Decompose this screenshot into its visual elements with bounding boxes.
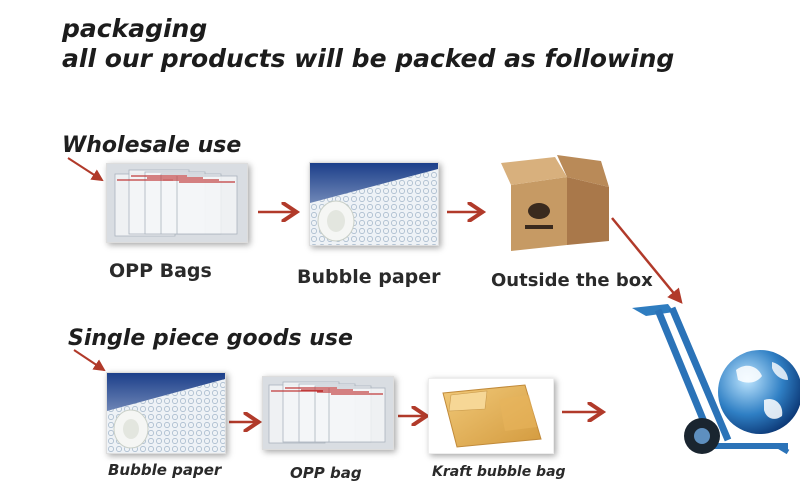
bubble-paper-image — [309, 162, 439, 246]
kraft-bubble-bag-image — [428, 378, 554, 454]
pointer-arrow-single — [73, 349, 106, 372]
step-label-kraft-bubble-bag: Kraft bubble bag — [432, 464, 566, 480]
page-title-line1: packaging — [62, 14, 208, 43]
opp-bag-image — [262, 376, 394, 450]
bubble-paper-image-2 — [106, 372, 226, 454]
step-label-opp-bag: OPP bag — [290, 464, 362, 482]
opp-bags-image — [106, 163, 248, 243]
flow-arrow-box-to-cart — [611, 217, 683, 304]
pointer-arrow-wholesale — [67, 157, 104, 182]
hand-truck-globe-image — [628, 300, 800, 470]
step-label-opp-bags: OPP Bags — [109, 260, 212, 282]
step-label-bubble-paper-2: Bubble paper — [108, 461, 222, 479]
single-heading: Single piece goods use — [68, 326, 353, 351]
page-title-line2: all our products will be packed as follo… — [62, 44, 675, 73]
step-label-outside-box: Outside the box — [491, 270, 653, 291]
outside-box-image — [497, 155, 615, 255]
step-label-bubble-paper: Bubble paper — [297, 266, 441, 288]
wholesale-heading: Wholesale use — [62, 133, 242, 158]
